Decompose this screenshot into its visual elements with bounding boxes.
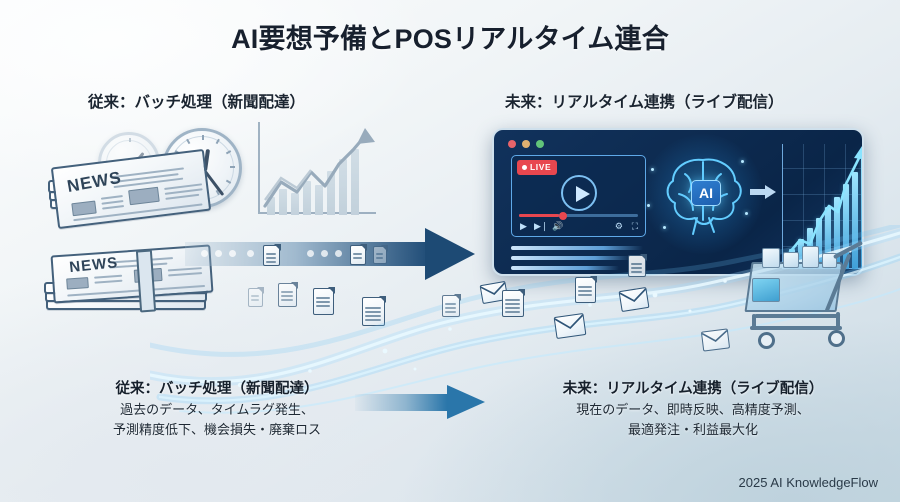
footer-credit: 2025 AI KnowledgeFlow xyxy=(738,475,878,490)
progress-fill xyxy=(519,214,560,217)
window-maximize-dot[interactable] xyxy=(536,140,544,148)
cart-wheel xyxy=(758,332,775,349)
live-video-player[interactable]: LIVE ▶ ▶❘ 🔊 ⚙ ⛶ xyxy=(511,155,646,237)
legacy-batch-illustration: NEWS NEWS xyxy=(44,120,448,365)
progress-knob[interactable] xyxy=(559,211,568,220)
document-icon xyxy=(362,296,386,326)
document-icon xyxy=(575,276,597,303)
next-control-icon[interactable]: ▶❘ xyxy=(534,221,549,231)
ai-output-arrow xyxy=(750,185,776,199)
document-icon xyxy=(442,294,461,317)
live-dot-icon xyxy=(522,165,527,171)
ai-chip-label: AI xyxy=(691,180,721,206)
bar-chart-icon xyxy=(782,144,862,269)
chart-trend-line xyxy=(263,128,375,208)
chart-y-axis xyxy=(258,122,260,214)
arrow-head xyxy=(447,385,485,419)
envelope-icon xyxy=(618,286,650,313)
live-badge: LIVE xyxy=(517,160,558,175)
play-control-icon[interactable]: ▶ xyxy=(520,221,527,231)
video-progress-bar[interactable] xyxy=(519,211,638,220)
left-caption-block: 従来：バッチ処理（新聞配達） 過去のデータ、タイムラグ発生、 予測精度低下、機会… xyxy=(62,378,372,440)
document-icon xyxy=(278,282,298,307)
document-icon xyxy=(628,254,647,277)
settings-gear-icon[interactable]: ⚙ xyxy=(614,221,623,231)
play-button-icon[interactable] xyxy=(560,174,597,211)
volume-control-icon[interactable]: 🔊 xyxy=(552,221,564,231)
cart-frame xyxy=(750,326,842,330)
brain-icon: AI xyxy=(643,134,763,254)
transition-arrow xyxy=(355,385,485,419)
newspaper-stack-icon: NEWS xyxy=(42,240,252,335)
right-column-header: 未来：リアルタイム連携（ライブ配信） xyxy=(505,94,784,111)
cart-base xyxy=(753,314,841,318)
window-minimize-dot[interactable] xyxy=(522,140,530,148)
window-close-dot[interactable] xyxy=(508,140,516,148)
left-caption-line-2: 予測精度低下、機会損失・廃棄ロス xyxy=(112,422,321,437)
right-caption-line-1: 現在のデータ、即時反映、高精度予測、 xyxy=(576,402,810,417)
right-caption-line-2: 最適発注・利益最大化 xyxy=(627,422,758,437)
right-caption-block: 未来：リアルタイム連携（ライブ配信） 現在のデータ、即時反映、高精度予測、 最適… xyxy=(508,378,878,440)
line-chart-icon xyxy=(253,120,378,225)
document-icon xyxy=(502,289,525,317)
fullscreen-icon[interactable]: ⛶ xyxy=(631,221,638,231)
left-caption-title: 従来：バッチ処理（新聞配達） xyxy=(115,381,319,397)
batch-flow-arrow xyxy=(185,228,475,280)
document-icon xyxy=(313,287,335,315)
chart-trend-line xyxy=(788,146,862,254)
right-caption-title: 未来：リアルタイム連携（ライブ配信） xyxy=(562,381,824,397)
clock-tick xyxy=(202,135,204,140)
left-caption-line-1: 過去のデータ、タイムラグ発生、 xyxy=(120,402,314,417)
document-icon xyxy=(248,287,264,307)
envelope-icon xyxy=(553,313,587,339)
document-icon xyxy=(350,244,367,265)
document-icon xyxy=(263,244,281,266)
page-title: AI要想予備とPOSリアルタイム連合 xyxy=(231,24,669,54)
envelope-icon xyxy=(700,328,731,352)
envelope-icon xyxy=(479,280,509,305)
arrow-head xyxy=(425,228,475,280)
arrow-shaft xyxy=(355,394,447,411)
document-icon xyxy=(373,245,388,264)
left-column-header: 従来：バッチ処理（新聞配達） xyxy=(88,94,306,111)
cart-wheel xyxy=(828,330,845,347)
clock-tick xyxy=(129,138,131,142)
newspaper-stack-icon: NEWS xyxy=(48,148,238,253)
shopping-cart-icon xyxy=(736,240,884,366)
